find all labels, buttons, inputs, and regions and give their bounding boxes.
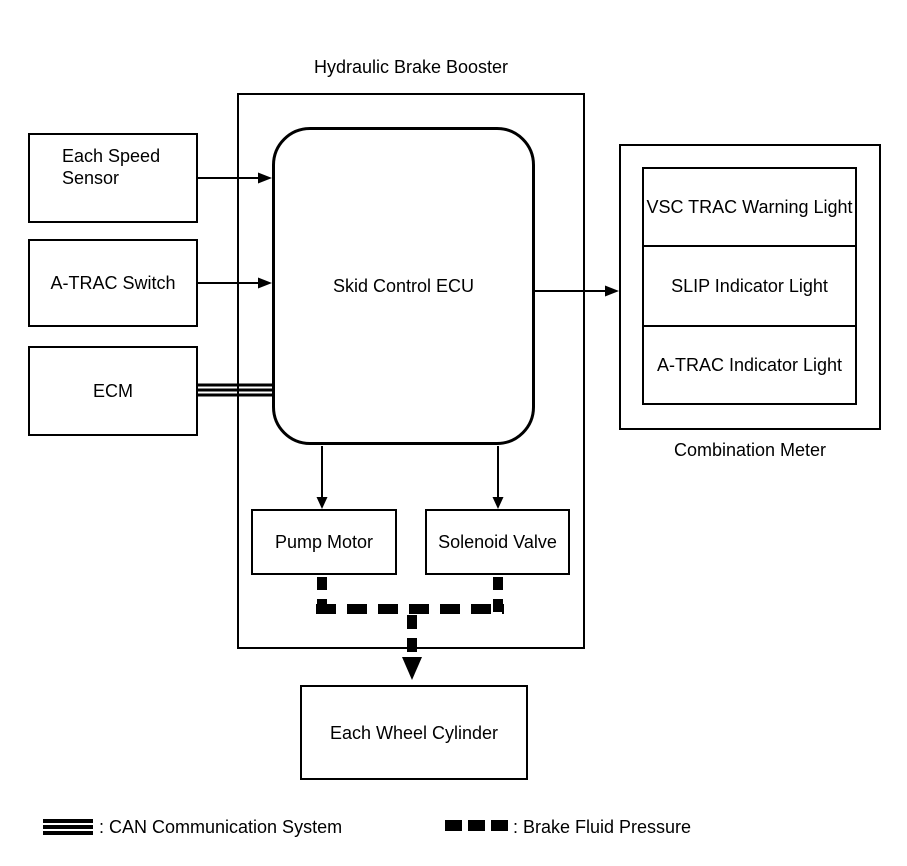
node-vsc-trac-warning-light: VSC TRAC Warning Light — [642, 167, 857, 247]
brake-fluid-dash — [468, 820, 485, 831]
node-a-trac-indicator-light: A-TRAC Indicator Light — [642, 325, 857, 405]
node-label: Skid Control ECU — [332, 276, 475, 296]
node-label: A-TRAC Indicator Light — [656, 354, 843, 375]
combination-meter-boundary — [619, 144, 881, 430]
hydraulic-brake-booster-boundary — [237, 93, 585, 649]
node-each-wheel-cylinder: Each Wheel Cylinder — [300, 685, 528, 780]
node-pump-motor: Pump Motor — [251, 509, 397, 575]
can-triple-line-icon — [43, 819, 93, 835]
can-line-bar — [43, 825, 93, 829]
node-label: SLIP Indicator Light — [671, 275, 828, 296]
node-each-speed-sensor: Each Speed Sensor — [28, 133, 198, 223]
node-label: Pump Motor — [274, 532, 374, 552]
node-label: Each Wheel Cylinder — [329, 722, 499, 743]
node-solenoid-valve: Solenoid Valve — [425, 509, 570, 575]
brake-fluid-dashed-icon — [445, 820, 511, 831]
node-label: ECM — [93, 381, 133, 401]
legend-can-label: : CAN Communication System — [99, 817, 343, 837]
node-label: Each Speed Sensor — [62, 146, 161, 188]
can-line-bar — [43, 831, 93, 835]
node-label: A-TRAC Switch — [50, 273, 176, 293]
diagram-title: Hydraulic Brake Booster — [313, 57, 509, 77]
can-line-bar — [43, 819, 93, 823]
node-a-trac-switch: A-TRAC Switch — [28, 239, 198, 327]
brake-fluid-dash — [491, 820, 508, 831]
node-label: VSC TRAC Warning Light — [646, 196, 853, 217]
node-label: Solenoid Valve — [438, 532, 557, 552]
brake-fluid-dash — [445, 820, 462, 831]
node-skid-control-ecu: Skid Control ECU — [272, 127, 535, 445]
legend-brake-fluid-label: : Brake Fluid Pressure — [513, 817, 692, 837]
node-slip-indicator-light: SLIP Indicator Light — [642, 245, 857, 327]
combination-meter-label: Combination Meter — [673, 440, 827, 460]
node-ecm: ECM — [28, 346, 198, 436]
